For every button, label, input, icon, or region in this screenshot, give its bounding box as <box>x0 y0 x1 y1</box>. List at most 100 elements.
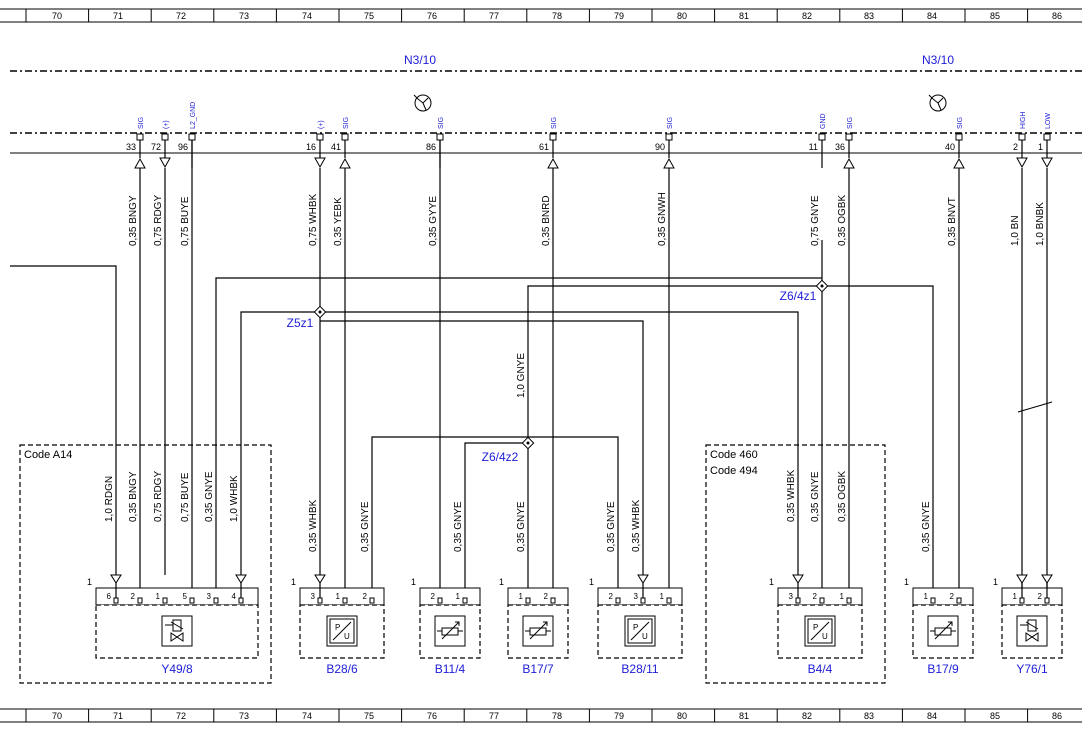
grid-number: 71 <box>113 711 123 721</box>
temperature-sensor-icon <box>927 615 959 647</box>
connector-pin-number: 2 <box>1038 592 1043 601</box>
connector-pin-number: 3 <box>634 592 639 601</box>
wire-label: 0,35 BNVT <box>947 197 958 246</box>
pin-signal-label: LOW <box>1045 113 1052 129</box>
component-label: Y76/1 <box>1016 662 1048 676</box>
grid-number: 72 <box>176 711 186 721</box>
grid-number: 79 <box>614 711 624 721</box>
grid-number: 86 <box>1052 711 1062 721</box>
pressure-sensor-icon: PU <box>804 615 836 647</box>
icon-glyph: U <box>344 632 350 641</box>
pin-number: 61 <box>539 142 549 152</box>
module-pins: SIG33(+)72L2_GND96(+)16SIG41SIG86SIG61SI… <box>126 102 1053 169</box>
module-label-left: N3/10 <box>404 53 436 67</box>
module-pin-72: (+)72 <box>151 120 171 169</box>
wire-label: 0,35 OGBK <box>837 471 848 522</box>
pin-signal-label: L2_GND <box>190 102 197 129</box>
wire-label: 0,35 WHBK <box>308 499 319 552</box>
module-pin-96: L2_GND 96 <box>178 102 197 168</box>
junction-label-z5z1: Z5z1 <box>287 316 314 330</box>
grid-number: 79 <box>614 11 624 21</box>
icon-glyph: U <box>822 632 828 641</box>
connector-pin-number: 2 <box>609 592 614 601</box>
connector-marker: 1 <box>589 577 594 587</box>
pin-number: 11 <box>809 142 818 152</box>
grid-number: 74 <box>302 11 312 21</box>
connector-pin-number: 2 <box>950 592 955 601</box>
grid-number: 76 <box>427 11 437 21</box>
connector-pin-number: 2 <box>431 592 436 601</box>
connector-pin-number: 2 <box>131 592 136 601</box>
pin-number: 16 <box>306 142 316 152</box>
code-label-460: Code 460 <box>710 449 758 461</box>
grid-number: 74 <box>302 711 312 721</box>
grid-number: 86 <box>1052 11 1062 21</box>
grid-number: 77 <box>489 11 499 21</box>
wire-label: 0,75 RDGY <box>153 195 164 246</box>
grid-number: 80 <box>677 11 687 21</box>
wire-label: 0,75 RDGY <box>153 471 164 522</box>
connector-pin-number: 1 <box>156 592 161 601</box>
grid-number: 81 <box>739 11 749 21</box>
pin-signal-label: SIG <box>667 117 674 129</box>
component-label: B17/9 <box>927 662 959 676</box>
connector-pin-number: 3 <box>311 592 316 601</box>
wire-label: 0,35 GNYE <box>810 471 821 522</box>
pin-number: 96 <box>178 142 188 152</box>
connector-marker: 1 <box>291 577 296 587</box>
pin-number: 86 <box>426 142 436 152</box>
fan-symbol-icon <box>928 94 947 112</box>
grid-number: 77 <box>489 711 499 721</box>
wire-label: 0,75 GNYE <box>810 195 821 246</box>
icon-glyph: U <box>642 632 648 641</box>
grid-number: 78 <box>552 11 562 21</box>
module-label-right: N3/10 <box>922 53 954 67</box>
grid-number: 75 <box>364 11 374 21</box>
icon-glyph: P <box>335 623 340 632</box>
wire-label: 0,35 WHBK <box>786 469 797 522</box>
junction-z5z1 <box>313 305 327 319</box>
pin-signal-label: SIG <box>343 117 350 129</box>
wire-label: 0,35 BNGY <box>128 195 139 246</box>
wire-label: 0,35 WHBK <box>631 499 642 552</box>
grid-number: 70 <box>52 11 62 21</box>
module-pin-16: (+)16 <box>306 120 326 169</box>
grid-number: 73 <box>239 711 249 721</box>
component-label: B4/4 <box>808 662 833 676</box>
pin-signal-label: SIG <box>551 117 558 129</box>
wire-label: 0,35 GNYE <box>360 501 371 552</box>
pin-number: 40 <box>945 142 955 152</box>
connector-pin-number: 2 <box>363 592 368 601</box>
module-pin-86: SIG 86 <box>426 117 445 168</box>
connector-pin-number: 6 <box>107 592 112 601</box>
pin-signal-label: SIG <box>438 117 445 129</box>
wire-label: 0,35 BNRD <box>541 195 552 246</box>
grid-number: 82 <box>802 711 812 721</box>
pin-number: 36 <box>835 142 845 152</box>
connector-pin-number: 1 <box>519 592 524 601</box>
junction-z64z1 <box>815 279 829 293</box>
connector-pin-number: 5 <box>183 592 188 601</box>
grid-number: 85 <box>990 11 1000 21</box>
pin-number: 33 <box>126 142 136 152</box>
connector-pin-number: 1 <box>660 592 665 601</box>
connector-pin-number: 3 <box>207 592 212 601</box>
grid-number: 78 <box>552 711 562 721</box>
junction-label-z64z1: Z6/4z1 <box>780 289 817 303</box>
grid-number: 85 <box>990 711 1000 721</box>
wire-label: 1,0 RDGN <box>104 476 115 522</box>
grid-number: 84 <box>927 11 937 21</box>
junction-label-z64z2: Z6/4z2 <box>482 450 519 464</box>
